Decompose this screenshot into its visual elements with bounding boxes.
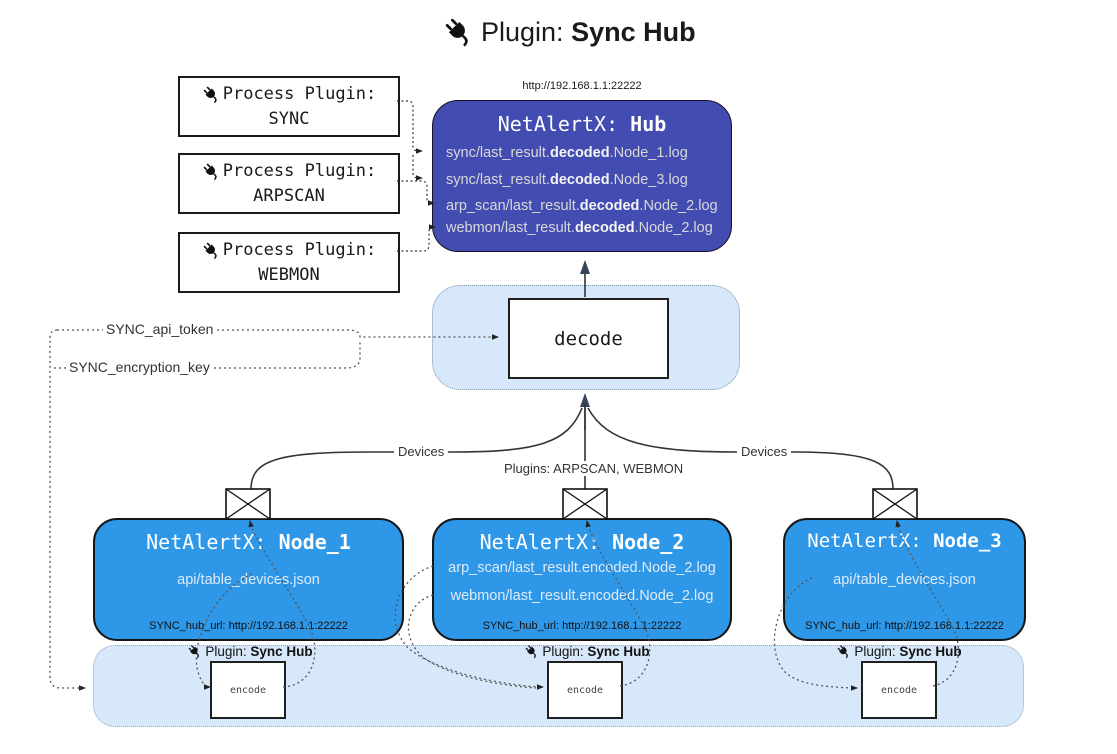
node-3-box: NetAlertX: Node_3 api/table_devices.json… xyxy=(783,518,1026,641)
envelope-icon xyxy=(872,488,918,520)
wire-sync-to-log1 xyxy=(397,100,423,154)
plug-icon xyxy=(188,645,199,659)
plug-icon xyxy=(525,645,536,659)
node-file: api/table_devices.json xyxy=(177,572,320,588)
hub-title: NetAlertX: Hub xyxy=(497,112,667,136)
edge-label-devices-right: Devices xyxy=(737,444,792,459)
plug-icon xyxy=(445,18,468,47)
process-plugin-webmon: Process Plugin: WEBMON xyxy=(178,232,400,293)
sync-encryption-key-label: SYNC_encryption_key xyxy=(66,359,213,375)
process-plugin-label: Process Plugin: xyxy=(222,239,377,260)
title-prefix: Plugin: xyxy=(481,16,572,47)
wire-keys-to-band xyxy=(49,329,86,691)
encode-box-1: encode xyxy=(210,661,286,719)
node-title: NetAlertX: Node_1 xyxy=(146,530,351,554)
edge-label-plugins: Plugins: ARPSCAN, WEBMON xyxy=(500,461,688,476)
plug-icon xyxy=(203,163,217,180)
node-file: arp_scan/last_result.encoded.Node_2.log xyxy=(448,560,716,576)
hub-log: webmon/last_result.decoded.Node_2.log xyxy=(446,220,713,236)
plug-icon xyxy=(837,645,848,659)
edge-label-devices-left: Devices xyxy=(394,444,449,459)
node-title: NetAlertX: Node_3 xyxy=(807,530,1002,552)
node-2-box: NetAlertX: Node_2 arp_scan/last_result.e… xyxy=(432,518,732,641)
process-plugin-name: SYNC xyxy=(268,108,310,129)
encode-box-2: encode xyxy=(547,661,623,719)
node-hub-url: SYNC_hub_url: http://192.168.1.1:22222 xyxy=(149,620,348,632)
node-1-box: NetAlertX: Node_1 api/table_devices.json… xyxy=(93,518,404,641)
plug-icon xyxy=(203,242,217,259)
hub-url: http://192.168.1.1:22222 xyxy=(522,80,642,92)
node-title: NetAlertX: Node_2 xyxy=(479,530,685,554)
node-file: webmon/last_result.encoded.Node_2.log xyxy=(450,588,714,604)
node-hub-url: SYNC_hub_url: http://192.168.1.1:22222 xyxy=(482,620,682,632)
envelope-icon xyxy=(562,488,608,520)
encoder-label-3: Plugin: Sync Hub xyxy=(836,644,962,659)
wire-arpscan-to-log3 xyxy=(397,180,435,206)
encode-box-3: encode xyxy=(861,661,937,719)
hub-log: sync/last_result.decoded.Node_3.log xyxy=(446,172,688,188)
process-plugin-label: Process Plugin: xyxy=(222,83,377,104)
title-name: Sync Hub xyxy=(571,16,696,47)
encoder-label-1: Plugin: Sync Hub xyxy=(187,644,313,659)
plug-icon xyxy=(203,86,217,103)
process-plugin-label: Process Plugin: xyxy=(222,160,377,181)
decode-box: decode xyxy=(508,298,669,379)
node-file: api/table_devices.json xyxy=(833,572,976,588)
node-hub-url: SYNC_hub_url: http://192.168.1.1:22222 xyxy=(805,620,1004,632)
process-plugin-name: WEBMON xyxy=(258,264,320,285)
hub-log: arp_scan/last_result.decoded.Node_2.log xyxy=(446,198,718,214)
page-title: Plugin: Sync Hub xyxy=(443,16,696,48)
hub-box: NetAlertX: Hub sync/last_result.decoded.… xyxy=(432,100,732,252)
process-plugin-sync: Process Plugin: SYNC xyxy=(178,76,400,137)
process-plugin-name: ARPSCAN xyxy=(253,185,325,206)
envelope-icon xyxy=(225,488,271,520)
sync-api-token-label: SYNC_api_token xyxy=(103,321,217,337)
encoder-label-2: Plugin: Sync Hub xyxy=(524,644,650,659)
wire-sync-to-log2 xyxy=(412,155,423,181)
process-plugin-arpscan: Process Plugin: ARPSCAN xyxy=(178,153,400,214)
wire-webmon-to-log4 xyxy=(397,224,436,252)
hub-log: sync/last_result.decoded.Node_1.log xyxy=(446,145,688,161)
